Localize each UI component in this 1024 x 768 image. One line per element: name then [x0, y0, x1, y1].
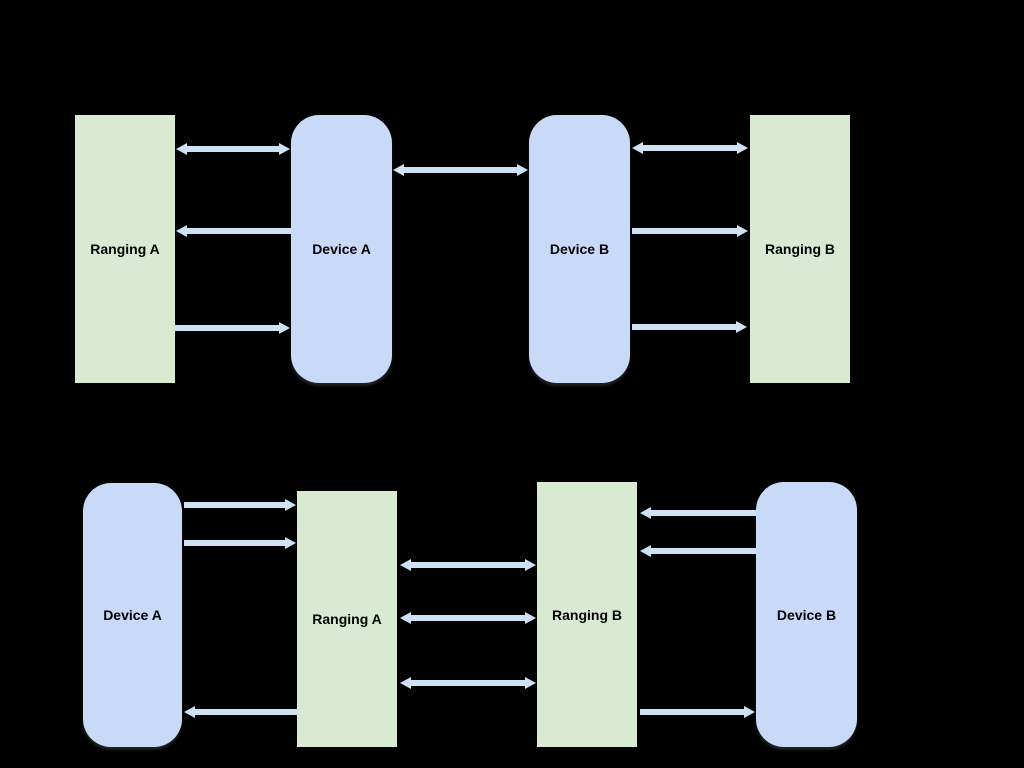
arrow-bottom-rangingA-rangingB-1 [400, 559, 536, 571]
arrowhead-right-icon [737, 142, 748, 154]
box-device-b-bottom: Device B [756, 482, 857, 747]
box-label: Device B [776, 606, 837, 623]
arrow-top-deviceA-deviceB [393, 164, 528, 176]
arrow-bottom-deviceB-to-rangingB-2 [640, 545, 756, 557]
arrowhead-left-icon [176, 143, 187, 155]
arrow-shaft [187, 228, 291, 234]
arrow-shaft [187, 146, 279, 152]
arrowhead-left-icon [632, 142, 643, 154]
arrow-shaft [195, 709, 297, 715]
arrow-bottom-rangingA-to-deviceA [184, 706, 297, 718]
arrow-shaft [643, 145, 737, 151]
arrowhead-left-icon [400, 559, 411, 571]
box-label: Device B [549, 241, 610, 257]
arrow-shaft [651, 510, 756, 516]
box-label: Ranging B [765, 241, 835, 257]
arrow-shaft [184, 502, 285, 508]
arrow-bottom-deviceA-to-rangingA-2 [184, 537, 296, 549]
arrow-shaft [640, 709, 744, 715]
arrow-bottom-rangingA-rangingB-2 [400, 612, 536, 624]
arrow-bottom-deviceB-to-rangingB-1 [640, 507, 756, 519]
box-ranging-b-top: Ranging B [750, 115, 850, 383]
arrow-bottom-rangingB-to-deviceB [640, 706, 755, 718]
arrow-shaft [632, 228, 737, 234]
arrow-shaft [411, 562, 525, 568]
arrowhead-right-icon [279, 143, 290, 155]
arrowhead-right-icon [525, 677, 536, 689]
box-device-b-top: Device B [529, 115, 630, 383]
box-device-a-top: Device A [291, 115, 392, 383]
box-label: Device A [312, 241, 371, 257]
box-label: Ranging A [90, 241, 160, 257]
arrow-shaft [404, 167, 517, 173]
arrow-shaft [184, 540, 285, 546]
arrowhead-left-icon [400, 677, 411, 689]
arrow-top-deviceA-to-rangingA [176, 225, 291, 237]
box-ranging-b-bottom: Ranging B [537, 482, 637, 747]
box-label: Ranging A [312, 611, 382, 627]
arrowhead-right-icon [525, 559, 536, 571]
arrow-shaft [411, 615, 525, 621]
arrow-top-rangingA-deviceA-1 [176, 143, 290, 155]
arrow-shaft [411, 680, 525, 686]
arrow-top-rangingA-to-deviceA [175, 322, 290, 334]
arrowhead-left-icon [393, 164, 404, 176]
arrow-top-deviceB-to-rangingB-3 [632, 321, 747, 333]
arrowhead-left-icon [640, 507, 651, 519]
arrowhead-right-icon [279, 322, 290, 334]
box-ranging-a-top: Ranging A [75, 115, 175, 383]
arrowhead-right-icon [285, 499, 296, 511]
arrowhead-left-icon [184, 706, 195, 718]
arrowhead-right-icon [737, 225, 748, 237]
arrow-shaft [632, 324, 736, 330]
arrow-bottom-rangingA-rangingB-3 [400, 677, 536, 689]
arrow-top-deviceB-rangingB-1 [632, 142, 748, 154]
arrowhead-right-icon [517, 164, 528, 176]
box-label: Device A [103, 607, 162, 623]
arrow-bottom-deviceA-to-rangingA-1 [184, 499, 296, 511]
box-label: Ranging B [552, 606, 622, 623]
arrow-top-deviceB-to-rangingB-2 [632, 225, 748, 237]
box-device-a-bottom: Device A [83, 483, 182, 747]
arrowhead-right-icon [285, 537, 296, 549]
arrow-shaft [175, 325, 279, 331]
arrowhead-left-icon [176, 225, 187, 237]
arrowhead-right-icon [744, 706, 755, 718]
box-ranging-a-bottom: Ranging A [297, 491, 397, 747]
arrowhead-left-icon [400, 612, 411, 624]
arrowhead-right-icon [525, 612, 536, 624]
arrow-shaft [651, 548, 756, 554]
arrowhead-right-icon [736, 321, 747, 333]
arrowhead-left-icon [640, 545, 651, 557]
